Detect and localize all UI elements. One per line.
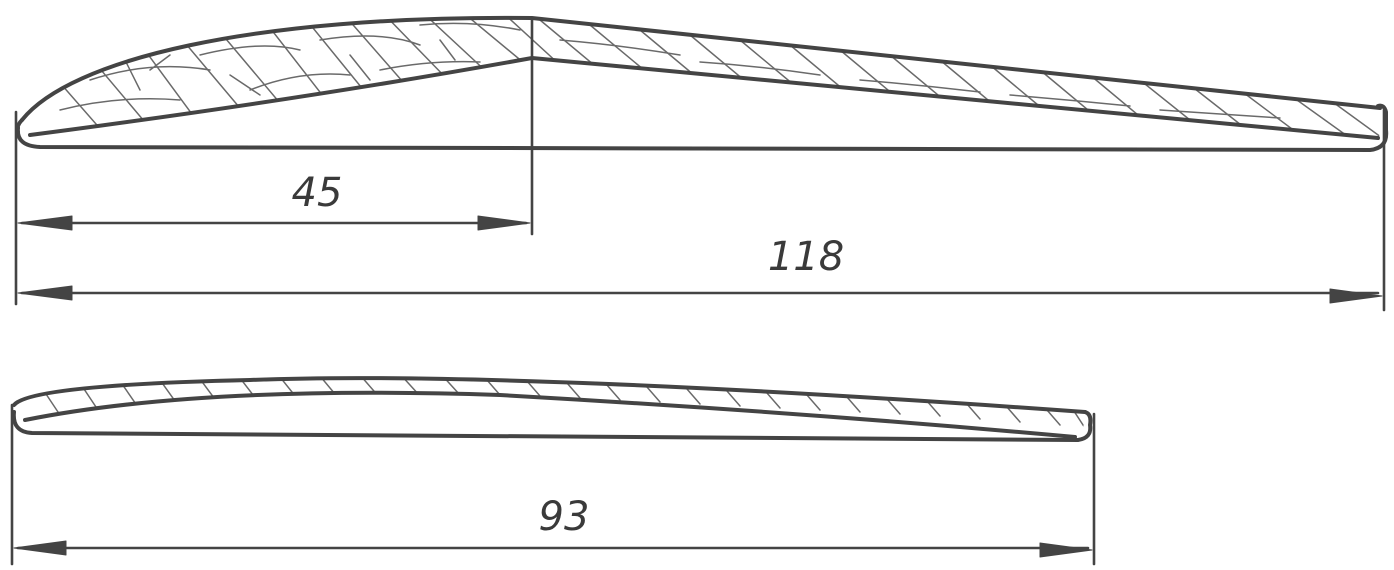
bottom-profile-lower-surface (11, 410, 1093, 442)
dimension-label-118: 118 (768, 234, 844, 280)
dimension-45: 45 (17, 170, 531, 231)
dimension-label-93: 93 (539, 494, 590, 540)
top-profile-hatching (39, 17, 1384, 138)
bottom-profile-inner-line (23, 390, 1077, 439)
bottom-profile-upper-surface (12, 376, 1087, 414)
dimension-118: 118 (17, 234, 1383, 304)
arrowhead-left-93 (13, 540, 67, 556)
arrowhead-right-45 (477, 215, 531, 231)
dimension-label-45: 45 (292, 170, 343, 216)
bottom-profile-hatching (39, 378, 1084, 429)
arrowhead-left-118 (17, 285, 73, 301)
arrowhead-left-45 (17, 215, 73, 231)
top-profile-inner-line (28, 56, 1380, 140)
top-profile-upper-surface (20, 15, 1382, 122)
bottom-airfoil-profile (11, 376, 1093, 442)
arrowhead-right-93 (1039, 542, 1093, 558)
top-profile-leading-edge (15, 118, 24, 134)
top-airfoil-profile (15, 15, 1389, 152)
arrowhead-right-118 (1329, 288, 1383, 304)
dimension-93: 93 (13, 494, 1093, 558)
